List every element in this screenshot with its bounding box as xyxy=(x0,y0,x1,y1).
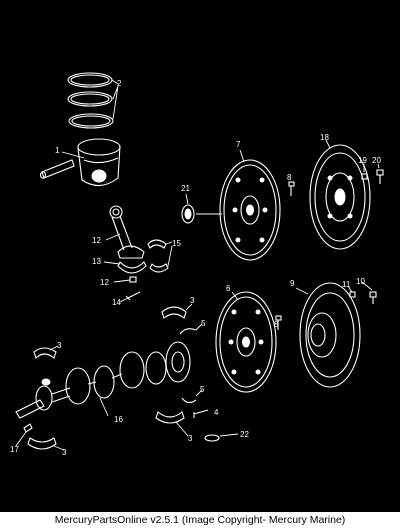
main-bearing-bottom-left[interactable] xyxy=(27,437,57,450)
callout-17: 17 xyxy=(10,445,19,454)
clutch-disc[interactable] xyxy=(309,144,371,250)
bolt-4[interactable] xyxy=(193,409,209,418)
seal-21[interactable] xyxy=(181,204,195,224)
callout-4: 4 xyxy=(214,408,219,417)
bolt-19[interactable] xyxy=(361,173,368,180)
rod-nut[interactable] xyxy=(129,276,137,283)
callout-12b: 12 xyxy=(100,278,109,287)
copyright-footer: MercuryPartsOnline v2.5.1 (Image Copyrig… xyxy=(0,512,400,529)
callout-6: 6 xyxy=(226,284,231,293)
callout-18: 18 xyxy=(320,133,329,142)
bolt-8-upper[interactable] xyxy=(288,181,295,196)
main-bearing-lower-right[interactable] xyxy=(155,411,185,424)
callout-12: 12 xyxy=(92,236,101,245)
callout-11: 11 xyxy=(342,280,351,289)
flywheel[interactable] xyxy=(299,282,361,388)
rod-cap[interactable] xyxy=(117,261,147,274)
callout-14: 14 xyxy=(112,298,121,307)
flexplate-lower[interactable] xyxy=(215,291,277,393)
plug-22[interactable] xyxy=(204,434,220,442)
callout-10: 10 xyxy=(356,277,365,286)
flexplate-upper[interactable] xyxy=(219,159,281,261)
rod-bearing-upper[interactable] xyxy=(147,239,167,249)
callout-19: 19 xyxy=(358,156,367,165)
thrust-washer-lower[interactable] xyxy=(181,397,197,404)
callout-20: 20 xyxy=(372,156,381,165)
main-bearing-left[interactable] xyxy=(33,347,57,360)
piston-pin[interactable] xyxy=(39,159,75,179)
callout-16: 16 xyxy=(114,415,123,424)
callout-13: 13 xyxy=(92,257,101,266)
callout-3-d: 3 xyxy=(62,448,67,457)
callout-15: 15 xyxy=(172,239,181,248)
callout-21: 21 xyxy=(181,184,190,193)
bolt-20[interactable] xyxy=(376,169,384,184)
piston[interactable] xyxy=(77,138,121,187)
callout-3-c: 3 xyxy=(188,434,193,443)
callout-8-upper: 8 xyxy=(287,173,292,182)
main-bearing-upper-right[interactable] xyxy=(161,306,187,319)
callout-8-lower: 8 xyxy=(274,320,279,329)
piston-rings[interactable] xyxy=(67,72,114,129)
bolt-10[interactable] xyxy=(369,291,377,304)
callout-7: 7 xyxy=(236,140,241,149)
crankshaft[interactable] xyxy=(15,341,191,419)
callout-3-a: 3 xyxy=(190,296,195,305)
thrust-washer-upper[interactable] xyxy=(179,328,197,335)
bolt-11[interactable] xyxy=(349,291,356,298)
callout-9: 9 xyxy=(290,279,295,288)
callout-1: 1 xyxy=(55,146,60,155)
callout-22: 22 xyxy=(240,430,249,439)
connecting-rod[interactable] xyxy=(109,205,145,259)
key-17[interactable] xyxy=(23,423,33,433)
callout-2: 2 xyxy=(117,79,122,88)
callout-5-a: 5 xyxy=(201,319,206,328)
callout-3-b: 3 xyxy=(57,341,62,350)
bolt-8-lower[interactable] xyxy=(275,315,282,330)
rod-bearing-lower[interactable] xyxy=(149,263,169,273)
callout-5-b: 5 xyxy=(200,385,205,394)
bolt-14[interactable] xyxy=(125,291,141,301)
